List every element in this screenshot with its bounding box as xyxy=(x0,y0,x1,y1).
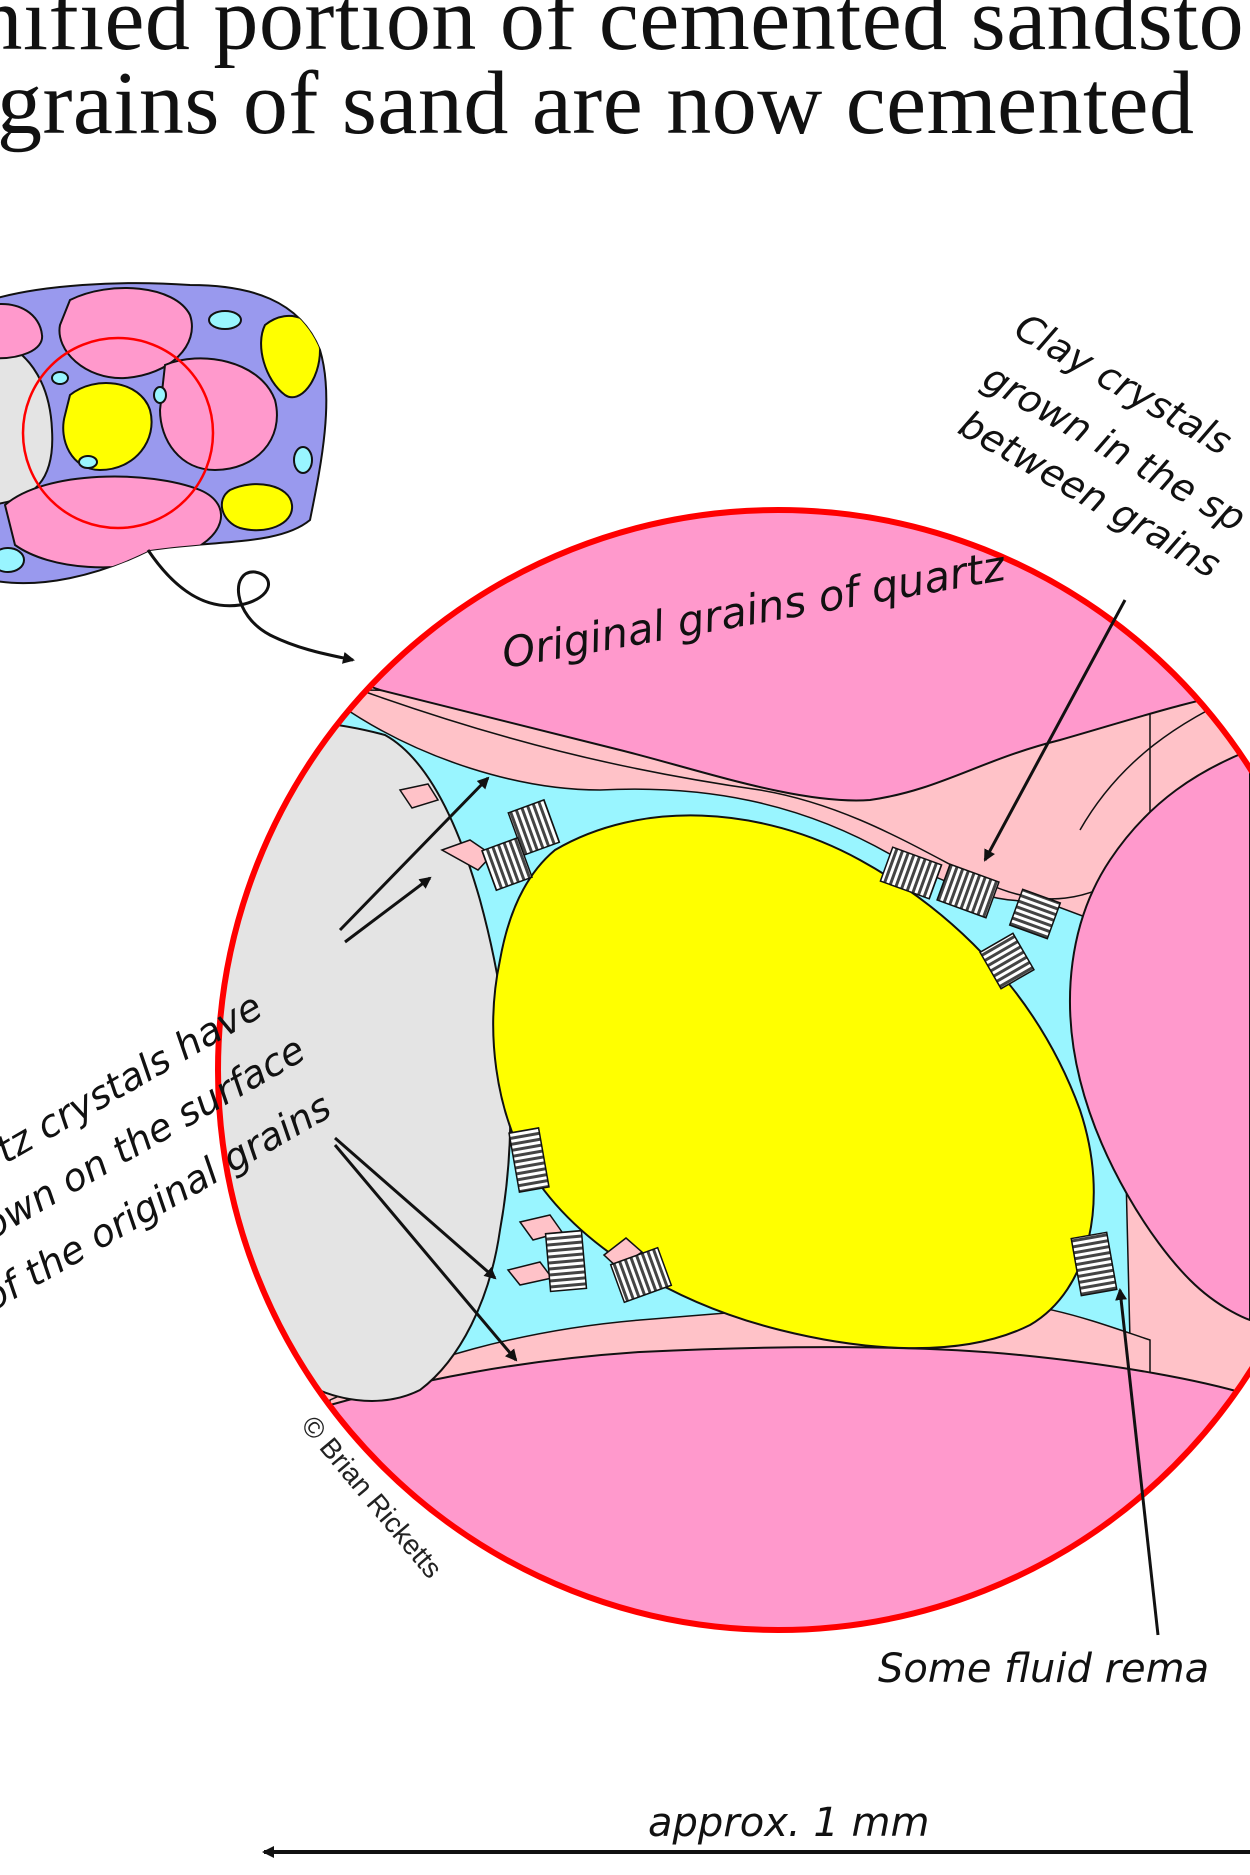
sample-grain-pink-bottom xyxy=(3,475,223,569)
quartz-arrow-3 xyxy=(334,1136,497,1280)
sample-pore-cyan-3 xyxy=(293,446,313,474)
quartz-grain-right xyxy=(1069,748,1250,1322)
sample-grain-pink-left-top xyxy=(0,303,44,360)
clay-crystal-stack xyxy=(936,863,1000,919)
sample-pore-cyan-4 xyxy=(51,371,69,385)
quartz-arrow-1 xyxy=(338,776,490,932)
quartz-arrow-4 xyxy=(333,1144,518,1362)
quartz-grain-yellow-center xyxy=(492,814,1095,1350)
rock-sample-overview xyxy=(0,282,328,585)
clay-crystal-stack xyxy=(507,798,561,857)
sample-pore-cyan-6 xyxy=(153,386,167,404)
clay-arrow xyxy=(983,599,1127,862)
magnified-view-outline xyxy=(215,507,1250,1633)
clay-crystal-stack xyxy=(544,1229,588,1293)
clay-crystal-stack xyxy=(481,836,533,892)
quartz-arrow-2 xyxy=(344,876,432,944)
sample-grain-pink-top xyxy=(58,287,193,380)
sample-grain-yellow-center xyxy=(62,382,153,472)
clay-crystal-stack xyxy=(609,1246,673,1304)
clay-crystal-stack xyxy=(1008,888,1062,940)
title-line-1: gnified portion of cemented sandsto xyxy=(0,0,1245,69)
overgrowth-crystal-1 xyxy=(398,783,440,809)
diagram-title: gnified portion of cemented sandsto al g… xyxy=(0,0,1250,153)
clay-crystal-stack xyxy=(508,1126,550,1194)
clay-crystal-stack xyxy=(979,932,1035,990)
sample-grain-yellow-bottom xyxy=(220,483,294,532)
sample-pore-cyan-5 xyxy=(78,455,98,469)
magnify-connector-arrow xyxy=(146,549,355,664)
sample-magnify-circle xyxy=(21,336,215,530)
clay-crystal-stack xyxy=(1070,1231,1118,1297)
sample-pore-cyan-1 xyxy=(208,310,242,330)
label-fluid: Some fluid rema xyxy=(878,1646,1209,1692)
label-scale: approx. 1 mm xyxy=(648,1800,929,1846)
fluid-arrow xyxy=(1115,1288,1160,1636)
clay-crystal-stack xyxy=(879,846,943,900)
magnified-view xyxy=(215,507,1250,1633)
sample-pore-cyan-2 xyxy=(0,547,25,573)
title-line-2: al grains of sand are now cemented xyxy=(0,54,1195,153)
sample-grain-pink-right xyxy=(158,357,278,472)
